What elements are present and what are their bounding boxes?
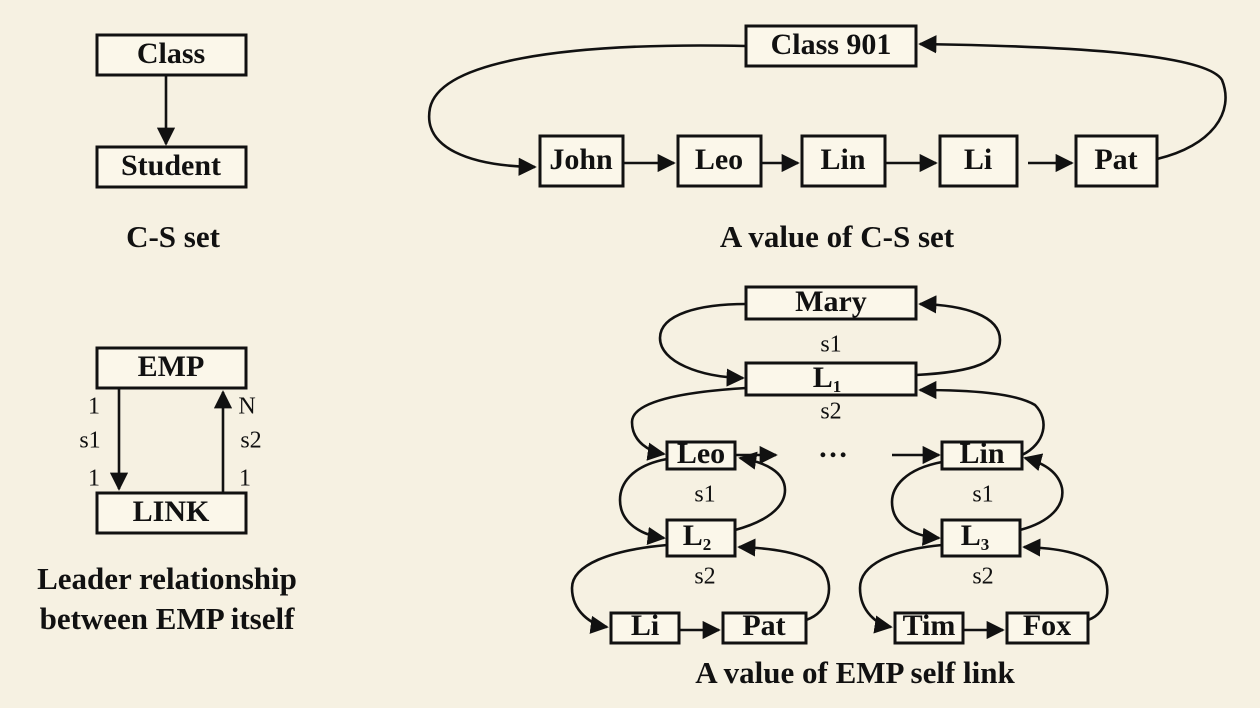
tim-emp-box <box>893 611 965 645</box>
link-label: LINK <box>133 495 210 528</box>
s2-cardinality-bottom: 1 <box>239 466 251 492</box>
li-emp-box <box>609 611 681 645</box>
class-label: Class <box>137 37 205 70</box>
pat-emp-box <box>721 611 808 645</box>
l2-box <box>665 518 737 558</box>
mary-box <box>744 285 918 321</box>
l3-to-tim-arc <box>858 543 943 634</box>
member-john-box <box>538 134 625 188</box>
member-pat-label: Pat <box>1094 143 1137 176</box>
l1-to-leo-arc <box>630 386 747 461</box>
ellipsis: … <box>818 431 848 464</box>
pat-emp-label: Pat <box>742 609 785 642</box>
cs-value: Class 901 John Leo Lin Li Pat A value of… <box>427 24 1227 254</box>
member-john-label: John <box>549 143 613 176</box>
cs-set-caption: C-S set <box>126 219 221 254</box>
l2-to-leo-arc <box>734 451 787 532</box>
li-emp-label: Li <box>631 609 659 642</box>
student-label: Student <box>121 149 221 182</box>
lin-emp-label: Lin <box>959 437 1004 470</box>
emp-value: Mary L1 s1 s2 Leo … Lin s1 L2 s2 L <box>570 285 1109 690</box>
link-box <box>95 491 248 535</box>
s2-loop-label-left: s2 <box>694 564 715 590</box>
class-901-label: Class 901 <box>771 28 892 61</box>
s1-loop-label-top: s1 <box>820 332 841 358</box>
emp-value-caption: A value of EMP self link <box>695 655 1015 690</box>
lin-to-l1-arc <box>918 380 1045 457</box>
l1-label: L1 <box>813 361 842 396</box>
member-pat-box <box>1074 134 1159 188</box>
s1-loop-label-left: s1 <box>694 482 715 508</box>
fox-emp-label: Fox <box>1023 609 1071 642</box>
emp-caption-line2: between EMP itself <box>40 601 296 636</box>
s1-cardinality-top: 1 <box>88 394 100 420</box>
member-li-label: Li <box>964 143 992 176</box>
student-box <box>95 145 248 189</box>
emp-box <box>95 346 248 390</box>
l2-label: L2 <box>683 519 712 554</box>
tim-emp-label: Tim <box>903 609 956 642</box>
lin-to-l3-arc <box>890 460 943 546</box>
fox-emp-box <box>1005 611 1090 645</box>
pat-to-l2-arc <box>737 538 831 622</box>
leo-emp-label: Leo <box>677 437 725 470</box>
leo-to-l2-arc <box>618 457 668 545</box>
mary-to-l1-arc <box>658 302 747 387</box>
lin-emp-box <box>940 440 1024 471</box>
l3-to-lin-arc <box>1019 453 1064 532</box>
s1-loop-label-right: s1 <box>972 482 993 508</box>
last-to-owner-link <box>918 35 1227 161</box>
l2-to-li-arc <box>570 543 668 634</box>
s2-loop-label-top: s2 <box>820 399 841 425</box>
member-leo-label: Leo <box>695 143 743 176</box>
member-lin-box <box>800 134 887 188</box>
cs-value-caption: A value of C-S set <box>720 219 955 254</box>
leo-emp-box <box>665 440 737 471</box>
l3-label: L3 <box>961 519 990 554</box>
class-box <box>95 33 248 77</box>
fox-to-l3-arc <box>1022 538 1109 622</box>
l3-box <box>940 518 1022 558</box>
owner-to-first-link <box>427 44 747 176</box>
l1-box <box>744 361 918 397</box>
member-lin-label: Lin <box>820 143 865 176</box>
s2-cardinality-top: N <box>238 394 255 420</box>
s2-label: s2 <box>240 428 261 454</box>
s1-label: s1 <box>79 428 100 454</box>
emp-caption-line1: Leader relationship <box>37 561 297 596</box>
s2-loop-label-right: s2 <box>972 564 993 590</box>
l1-to-mary-arc <box>915 295 1002 377</box>
emp-schema: EMP 1 s1 1 N s2 1 LINK Leader relationsh… <box>37 346 297 636</box>
cs-schema: Class Student C-S set <box>95 33 248 254</box>
member-leo-box <box>676 134 763 188</box>
member-li-box <box>938 134 1019 188</box>
emp-label: EMP <box>138 350 205 383</box>
s1-cardinality-bottom: 1 <box>88 466 100 492</box>
mary-label: Mary <box>795 285 867 318</box>
